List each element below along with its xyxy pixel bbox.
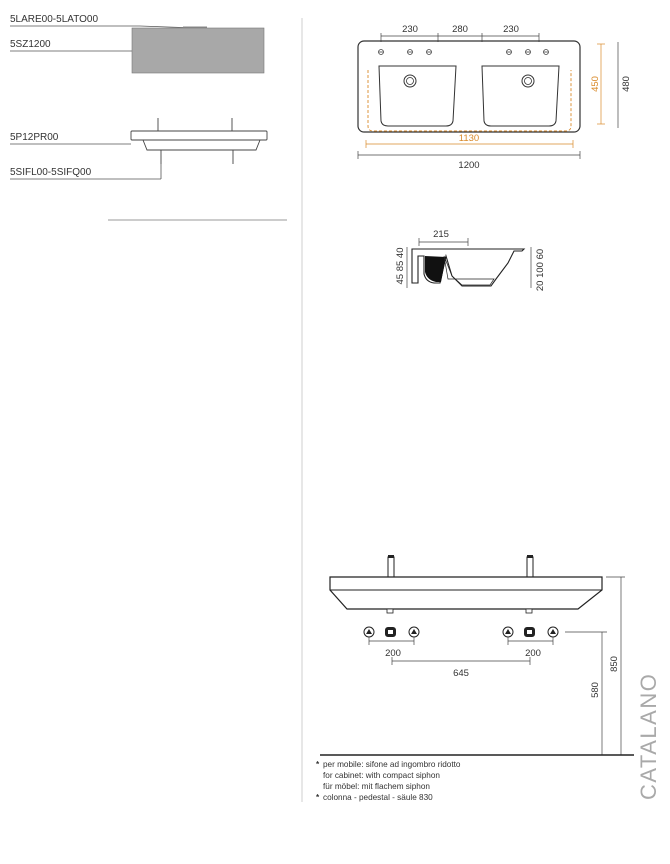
note-line-3: für möbel: mit flachem siphon	[323, 782, 430, 791]
accessory-label-2: 5SZ1200	[10, 39, 51, 50]
svg-text:*: *	[316, 760, 320, 769]
accessory-list: 5LARE00-5LATO00 5SZ1200 5P12PR00 5SIFL00…	[10, 14, 287, 221]
dim-center-distance: 645	[453, 668, 469, 679]
inner-footprint	[367, 70, 572, 132]
basin-outline-top	[357, 40, 581, 133]
section-view: 215 45 85 40 20 100 60	[395, 229, 546, 291]
note-line-2: for cabinet: with compact siphon	[323, 771, 440, 780]
accessory-label-4: 5SIFL00-5SIFQ00	[10, 167, 92, 178]
front-view: 200 200 645 580 850	[320, 555, 634, 756]
dim-section-left: 45 85 40	[395, 248, 406, 285]
basin-side-sketch	[130, 118, 268, 164]
dim-inner-width: 1130	[459, 133, 479, 144]
dim-height-total: 850	[609, 656, 620, 672]
notes: * per mobile: sifone ad ingombro ridotto…	[316, 760, 461, 802]
dim-outlet-right: 200	[525, 648, 541, 659]
dim-section-right: 20 100 60	[535, 249, 546, 291]
basin-section-profile	[411, 248, 526, 287]
top-view: 230 280 230 1130	[357, 24, 632, 171]
dim-total-width: 1200	[458, 160, 479, 171]
accessory-label-3: 5P12PR00	[10, 132, 59, 143]
tap-left	[387, 556, 395, 578]
brand-logo-text: CATALANO	[636, 673, 661, 800]
dim-tap-230-right: 230	[503, 24, 519, 35]
dim-inner-depth: 450	[590, 76, 601, 92]
shelf-panel	[131, 27, 265, 74]
drain-left-icon	[403, 74, 417, 88]
dim-outlet-left: 200	[385, 648, 401, 659]
outlet-group-left	[363, 626, 420, 638]
note-line-1: per mobile: sifone ad ingombro ridotto	[323, 760, 461, 769]
dim-height-outlet: 580	[590, 682, 601, 698]
dim-tap-280: 280	[452, 24, 468, 35]
tap-right	[526, 556, 534, 578]
drain-right-icon	[521, 74, 535, 88]
dim-section-215: 215	[433, 229, 449, 240]
accessory-label-1: 5LARE00-5LATO00	[10, 14, 98, 25]
outlet-group-right	[502, 626, 559, 638]
basin-front	[329, 576, 603, 610]
svg-text:*: *	[316, 793, 320, 802]
dim-total-depth: 480	[621, 76, 632, 92]
dim-tap-230-left: 230	[402, 24, 418, 35]
note-line-4: colonna - pedestal - säule 830	[323, 793, 433, 802]
